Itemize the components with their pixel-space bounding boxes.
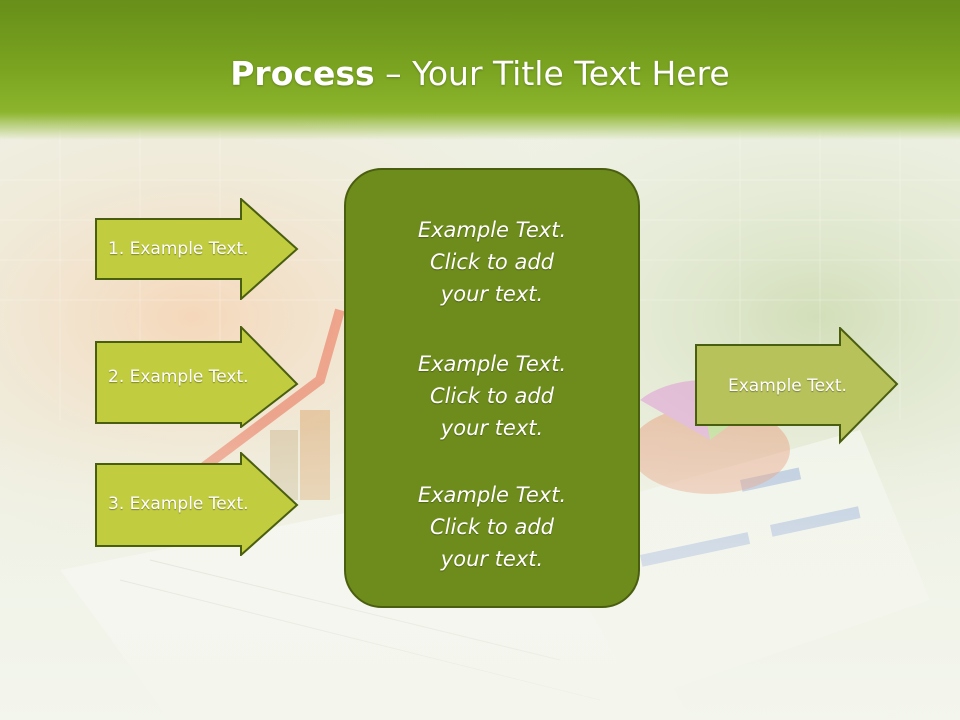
right-arrow-shape bbox=[695, 327, 899, 445]
text-block-2: Example Text. Click to add your text. bbox=[346, 348, 638, 444]
step-label-1: 1. Example Text. bbox=[108, 239, 249, 259]
text-line: Click to add bbox=[429, 515, 554, 539]
text-line: Example Text. bbox=[417, 352, 567, 376]
right-arrow-shape bbox=[95, 198, 299, 300]
text-line: your text. bbox=[440, 547, 544, 571]
text-block-1: Example Text. Click to add your text. bbox=[346, 214, 638, 310]
center-text-box[interactable]: Example Text. Click to add your text. Ex… bbox=[344, 168, 640, 608]
text-line: your text. bbox=[440, 416, 544, 440]
result-arrow[interactable]: Example Text. bbox=[695, 327, 900, 445]
page-title[interactable]: Process – Your Title Text Here bbox=[0, 52, 960, 96]
title-rest: – Your Title Text Here bbox=[374, 54, 730, 93]
step-arrow-3[interactable]: 3. Example Text. bbox=[95, 452, 300, 556]
text-line: Click to add bbox=[429, 384, 554, 408]
step-arrow-2[interactable]: 2. Example Text. bbox=[95, 326, 300, 428]
text-line: Example Text. bbox=[417, 483, 567, 507]
text-block-3: Example Text. Click to add your text. bbox=[346, 479, 638, 575]
right-arrow-shape bbox=[95, 326, 299, 428]
text-line: Click to add bbox=[429, 250, 554, 274]
right-arrow-shape bbox=[95, 452, 299, 556]
step-arrow-1[interactable]: 1. Example Text. bbox=[95, 198, 300, 300]
step-label-2: 2. Example Text. bbox=[108, 367, 249, 387]
title-bold: Process bbox=[230, 54, 375, 93]
step-label-3: 3. Example Text. bbox=[108, 494, 249, 514]
result-label: Example Text. bbox=[728, 376, 847, 396]
text-line: your text. bbox=[440, 282, 544, 306]
text-line: Example Text. bbox=[417, 218, 567, 242]
title-bar bbox=[0, 0, 960, 140]
